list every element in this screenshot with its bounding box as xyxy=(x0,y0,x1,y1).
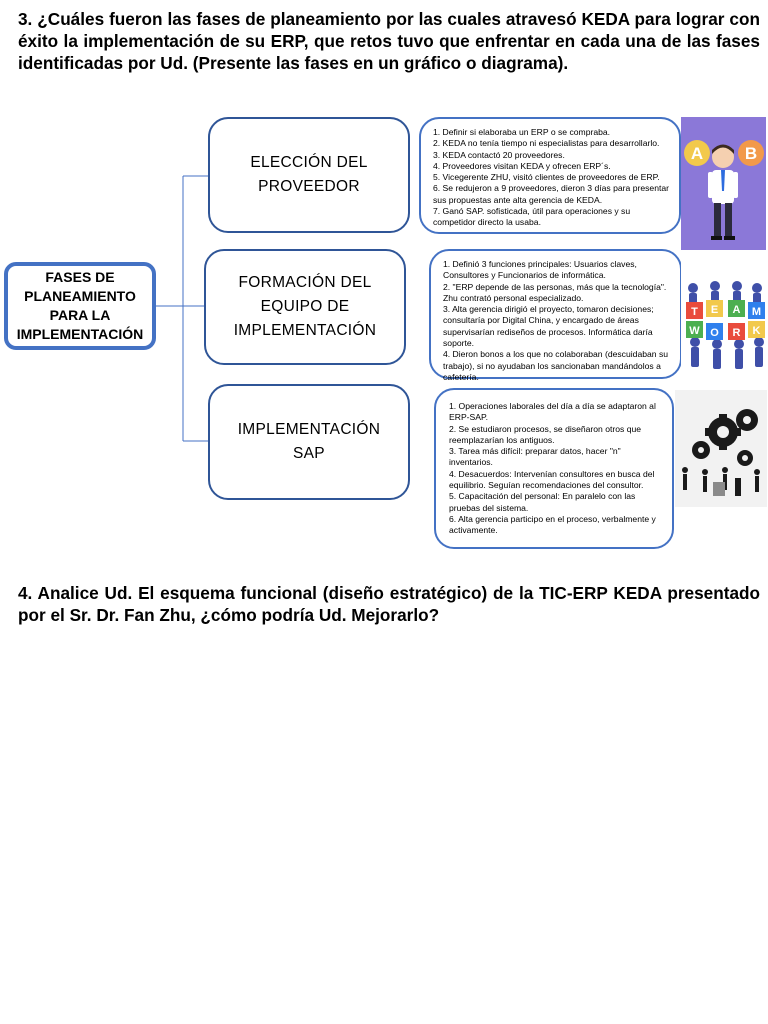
puzzle-letter: R xyxy=(733,327,741,339)
list-item: 4. Desacuerdos: Intervenían consultores … xyxy=(449,468,655,491)
list-item: 7. Ganó SAP. sofisticada, útil para oper… xyxy=(433,206,631,228)
root-node-fases: FASES DE PLANEAMIENTO PARA LA IMPLEMENTA… xyxy=(4,262,156,350)
list-item: 1. Operaciones laborales del día a día s… xyxy=(449,401,656,423)
detail-box-implementacion-sap: 1. Operaciones laborales del día a día s… xyxy=(434,388,674,549)
list-item: 1. Definir si elaboraba un ERP o se comp… xyxy=(433,127,611,137)
phase-3-title: IMPLEMENTACIÓN SAP xyxy=(237,421,381,462)
list-item: 3. Alta gerencia dirigió el proyecto, to… xyxy=(443,304,654,349)
list-item: 5. Vicegerente ZHU, visitó clientes de p… xyxy=(433,172,660,183)
list-item: 2. "ERP depende de las personas, más que… xyxy=(443,281,667,303)
phase-node-implementacion-sap: IMPLEMENTACIÓN SAP xyxy=(208,384,410,500)
list-item: 6. Se redujeron a 9 proveedores, dieron … xyxy=(433,183,670,205)
root-node-label: FASES DE PLANEAMIENTO PARA LA IMPLEMENTA… xyxy=(16,269,144,342)
puzzle-letter: E xyxy=(711,304,718,316)
puzzle-letter: A xyxy=(733,304,741,316)
puzzle-letter: W xyxy=(689,325,700,337)
list-item: 3. KEDA contactó 20 proveedores. xyxy=(433,149,565,160)
list-item: 1. Definió 3 funciones principales: Usua… xyxy=(443,259,637,281)
diagram-connectors xyxy=(156,175,208,442)
list-item: 3. Tarea más difícil: preparar datos, ha… xyxy=(449,446,621,468)
list-item: 2. Se estudiaron procesos, se diseñaron … xyxy=(449,423,642,445)
list-item: 4. Dieron bonos a los que no colaboraban… xyxy=(443,349,669,382)
people-with-gears-icon xyxy=(675,390,767,507)
a-b-choice-businessman-icon: A B xyxy=(681,117,766,250)
svg-text:B: B xyxy=(745,144,757,163)
svg-text:A: A xyxy=(691,144,703,163)
phase-node-formacion-equipo: FORMACIÓN DEL EQUIPO DE IMPLEMENTACIÓN xyxy=(204,249,406,365)
puzzle-letter: O xyxy=(710,327,719,339)
list-item: 5. Capacitación del personal: En paralel… xyxy=(449,491,636,513)
teamwork-puzzle-icon: T E A M W O R K xyxy=(681,258,767,378)
question-3-text: 3. ¿Cuáles fueron las fases de planeamie… xyxy=(18,9,760,73)
detail-box-formacion-equipo: 1. Definió 3 funciones principales: Usua… xyxy=(429,249,682,382)
puzzle-letter: M xyxy=(752,306,761,318)
phase-2-title: FORMACIÓN DEL EQUIPO DE IMPLEMENTACIÓN xyxy=(233,274,377,339)
list-item: 4. Proveedores visitan KEDA y ofrecen ER… xyxy=(433,160,611,171)
list-item: 6. Alta gerencia participo en el proceso… xyxy=(449,513,656,536)
list-item: 2. KEDA no tenía tiempo ni especialistas… xyxy=(433,138,660,149)
phase-1-title: ELECCIÓN DEL PROVEEDOR xyxy=(250,154,368,195)
phase-node-eleccion-proveedor: ELECCIÓN DEL PROVEEDOR xyxy=(208,117,410,233)
puzzle-letter: K xyxy=(753,325,761,337)
question-4-text: 4. Analice Ud. El esquema funcional (dis… xyxy=(18,583,760,625)
detail-box-eleccion-proveedor: 1. Definir si elaboraba un ERP o se comp… xyxy=(419,117,681,234)
puzzle-letter: T xyxy=(691,306,698,318)
